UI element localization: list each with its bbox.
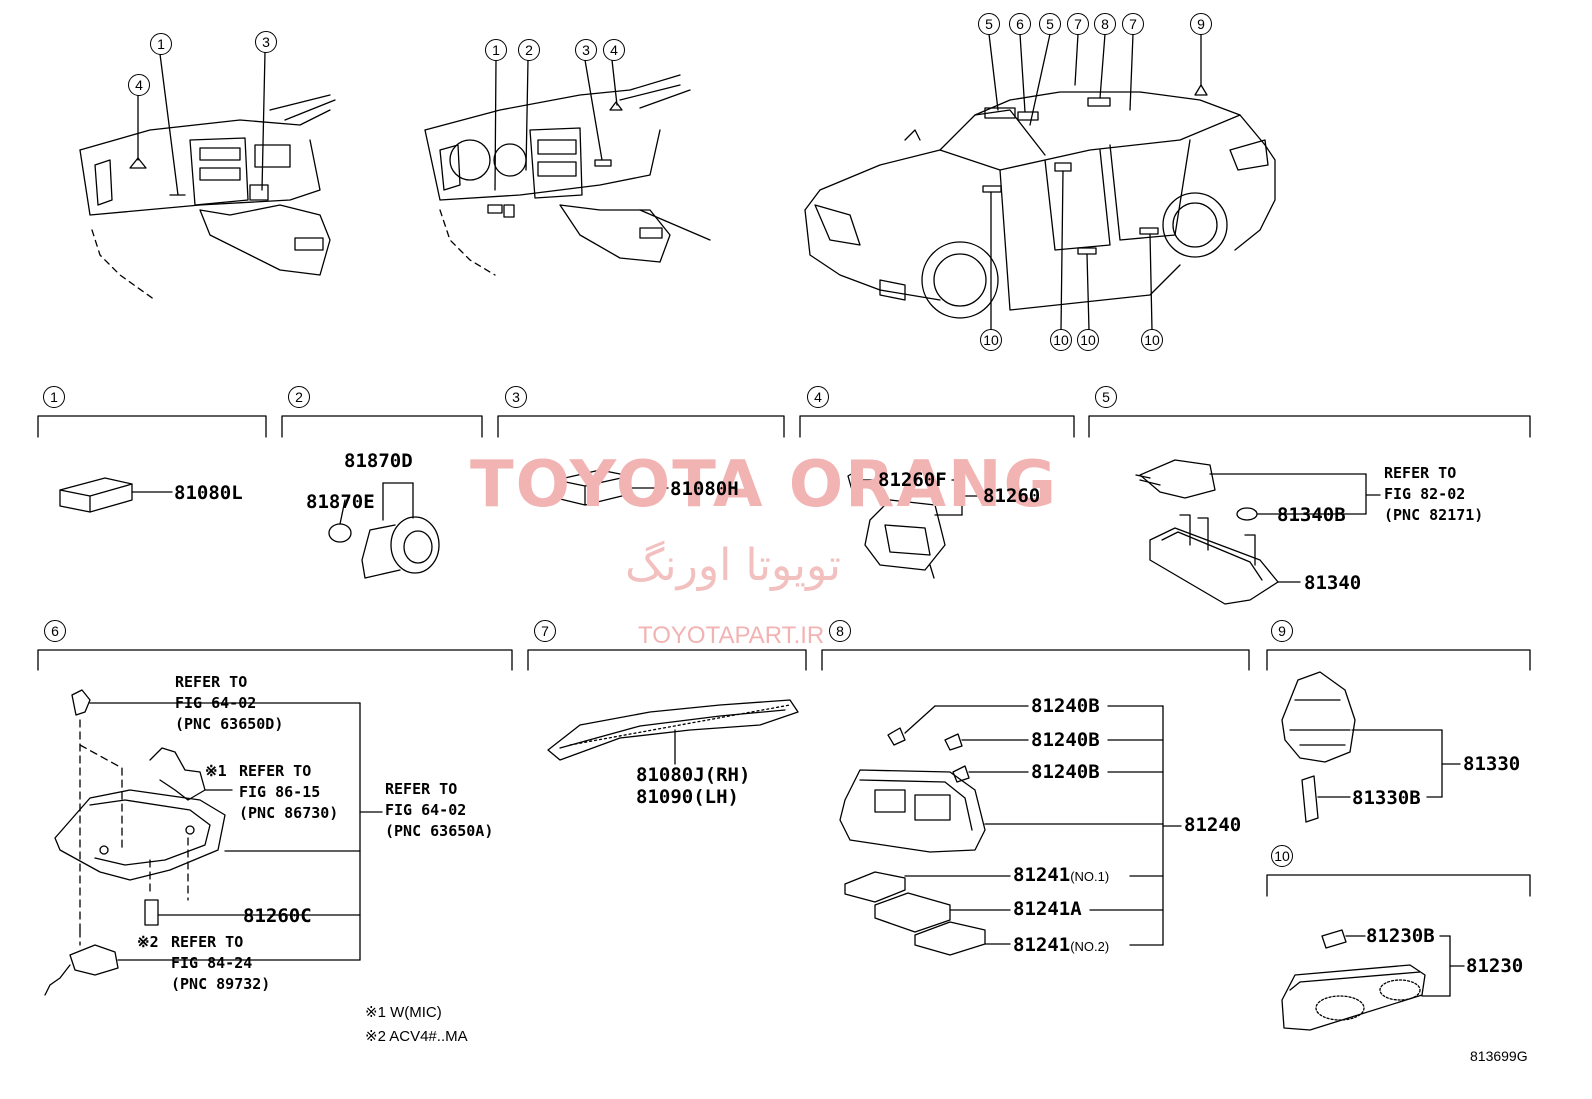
callout-10: 10 [1077,329,1099,351]
callout-10: 10 [1050,329,1072,351]
callout-2: 2 [518,39,540,61]
part-81330-drawing [1281,671,1461,823]
callout-6: 6 [1009,13,1031,35]
dashboard-view-2 [424,59,711,276]
part-number-81080J-rh: 81080J(RH) [636,764,751,786]
part-81870-drawing [328,482,440,579]
part-number-81260C: 81260C [243,905,312,927]
part-number-81241: 81241 [1013,934,1071,956]
watermark-brand: TOYOTA ORANG [470,448,1059,522]
part-number-81241A: 81241A [1013,898,1082,920]
dashboard-view-1 [79,51,336,301]
callout-8: 8 [1094,13,1116,35]
section-9-callout: 9 [1271,620,1293,642]
section-1-callout: 1 [43,386,65,408]
section-6-callout: 6 [44,620,66,642]
part-81080J-drawing [547,699,799,765]
section-4-callout: 4 [807,386,829,408]
part-number-81260F: 81260F [878,469,947,491]
watermark-brand-fa: تویوتا اورنگ [625,540,841,591]
callout-7: 7 [1067,13,1089,35]
note-mark-2: ※2 [137,933,159,951]
callout-5: 5 [978,13,1000,35]
part-number-81340: 81340 [1304,572,1362,594]
part-number-81260: 81260 [983,485,1041,507]
callout-4: 4 [128,74,150,96]
footnote-2: ※2 ACV4#..MA [365,1028,468,1045]
section-7-callout: 7 [534,620,556,642]
section-5-callout: 5 [1095,386,1117,408]
part-number-81241: 81241 [1013,864,1071,886]
part-number-81090-lh: 81090(LH) [636,786,739,808]
callout-10: 10 [980,329,1002,351]
part-number-81240: 81240 [1184,814,1242,836]
part-number-81870E: 81870E [306,491,375,513]
callout-3: 3 [255,31,277,53]
part-suffix-no2: (NO.2) [1070,939,1110,954]
part-number-81230B: 81230B [1366,925,1435,947]
callout-1: 1 [485,39,507,61]
part-number-81240B: 81240B [1031,695,1100,717]
part-suffix-no1: (NO.1) [1070,869,1110,884]
part-81230-drawing [1281,929,1465,1031]
part-81260-drawing [847,469,981,579]
section-brackets [37,415,1531,897]
part-number-81241-no1: 81241(NO.1) [1013,866,1109,885]
watermark-site: TOYOTAPART.IR [638,622,825,649]
part-81340-drawing [1135,459,1381,605]
part-81080L-drawing [59,477,173,513]
part-81080H-drawing [555,469,669,506]
section-8-callout: 8 [829,620,851,642]
refer-to-fig-64-02-d: REFER TO FIG 64-02 (PNC 63650D) [175,673,284,733]
part-81240-drawing [839,705,1182,956]
part-number-81240B: 81240B [1031,761,1100,783]
callout-3: 3 [575,39,597,61]
section-2-callout: 2 [288,386,310,408]
part-number-81080H: 81080H [670,478,739,500]
part-number-81230: 81230 [1466,955,1524,977]
callout-10: 10 [1141,329,1163,351]
callout-7: 7 [1122,13,1144,35]
part-81260C-drawing [44,689,383,996]
figure-number: 813699G [1470,1048,1528,1064]
car-illustration [804,33,1276,331]
part-number-81241-no2: 81241(NO.2) [1013,936,1109,955]
refer-to-fig-84-24: REFER TO FIG 84-24 (PNC 89732) [171,933,271,993]
part-number-81080L: 81080L [174,482,243,504]
refer-to-fig-86-15: REFER TO FIG 86-15 (PNC 86730) [239,762,339,822]
callout-5: 5 [1039,13,1061,35]
refer-to-fig-64-02-a: REFER TO FIG 64-02 (PNC 63650A) [385,780,494,840]
callout-9: 9 [1190,13,1212,35]
callout-1: 1 [150,33,172,55]
note-mark-1: ※1 [205,762,227,780]
part-number-81330B: 81330B [1352,787,1421,809]
footnote-1: ※1 W(MIC) [365,1004,442,1021]
part-number-81330: 81330 [1463,753,1521,775]
part-number-81240B: 81240B [1031,729,1100,751]
part-number-81870D: 81870D [344,450,413,472]
section-3-callout: 3 [505,386,527,408]
refer-to-fig-82-02: REFER TO FIG 82-02 (PNC 82171) [1384,464,1484,524]
section-10-callout: 10 [1271,845,1293,867]
part-number-81340B: 81340B [1277,504,1346,526]
callout-4: 4 [603,39,625,61]
